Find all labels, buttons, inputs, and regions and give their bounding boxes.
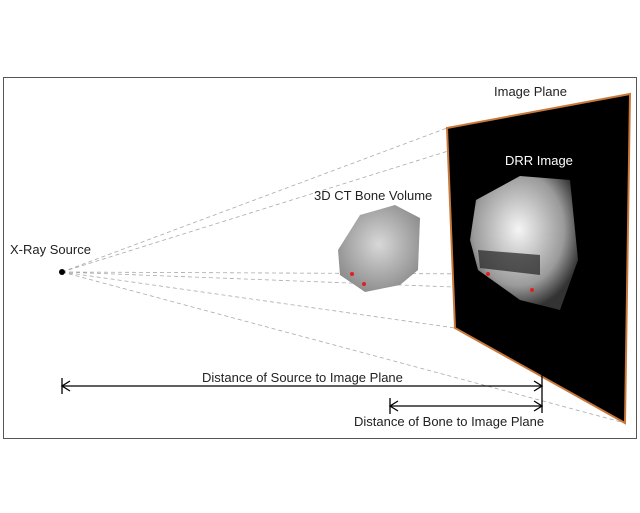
drr-skull-image xyxy=(470,176,578,310)
ct-bone-volume xyxy=(338,205,420,292)
source-distance-label: Distance of Source to Image Plane xyxy=(202,370,403,385)
ct-landmark xyxy=(350,272,354,276)
distance-arrows xyxy=(60,375,544,414)
bone-distance-label: Distance of Bone to Image Plane xyxy=(354,414,545,429)
drr-image-label: DRR Image xyxy=(505,153,573,168)
drr-landmark xyxy=(486,272,490,276)
image-plane-label: Image Plane xyxy=(494,84,567,99)
frame-border xyxy=(3,77,637,439)
ct-landmark xyxy=(362,282,366,286)
xray-source-point xyxy=(59,269,65,275)
drr-landmark xyxy=(530,288,534,292)
xray-source-label: X-Ray Source xyxy=(10,242,91,257)
ct-volume-label: 3D CT Bone Volume xyxy=(314,188,433,203)
projection-rays xyxy=(61,93,631,424)
